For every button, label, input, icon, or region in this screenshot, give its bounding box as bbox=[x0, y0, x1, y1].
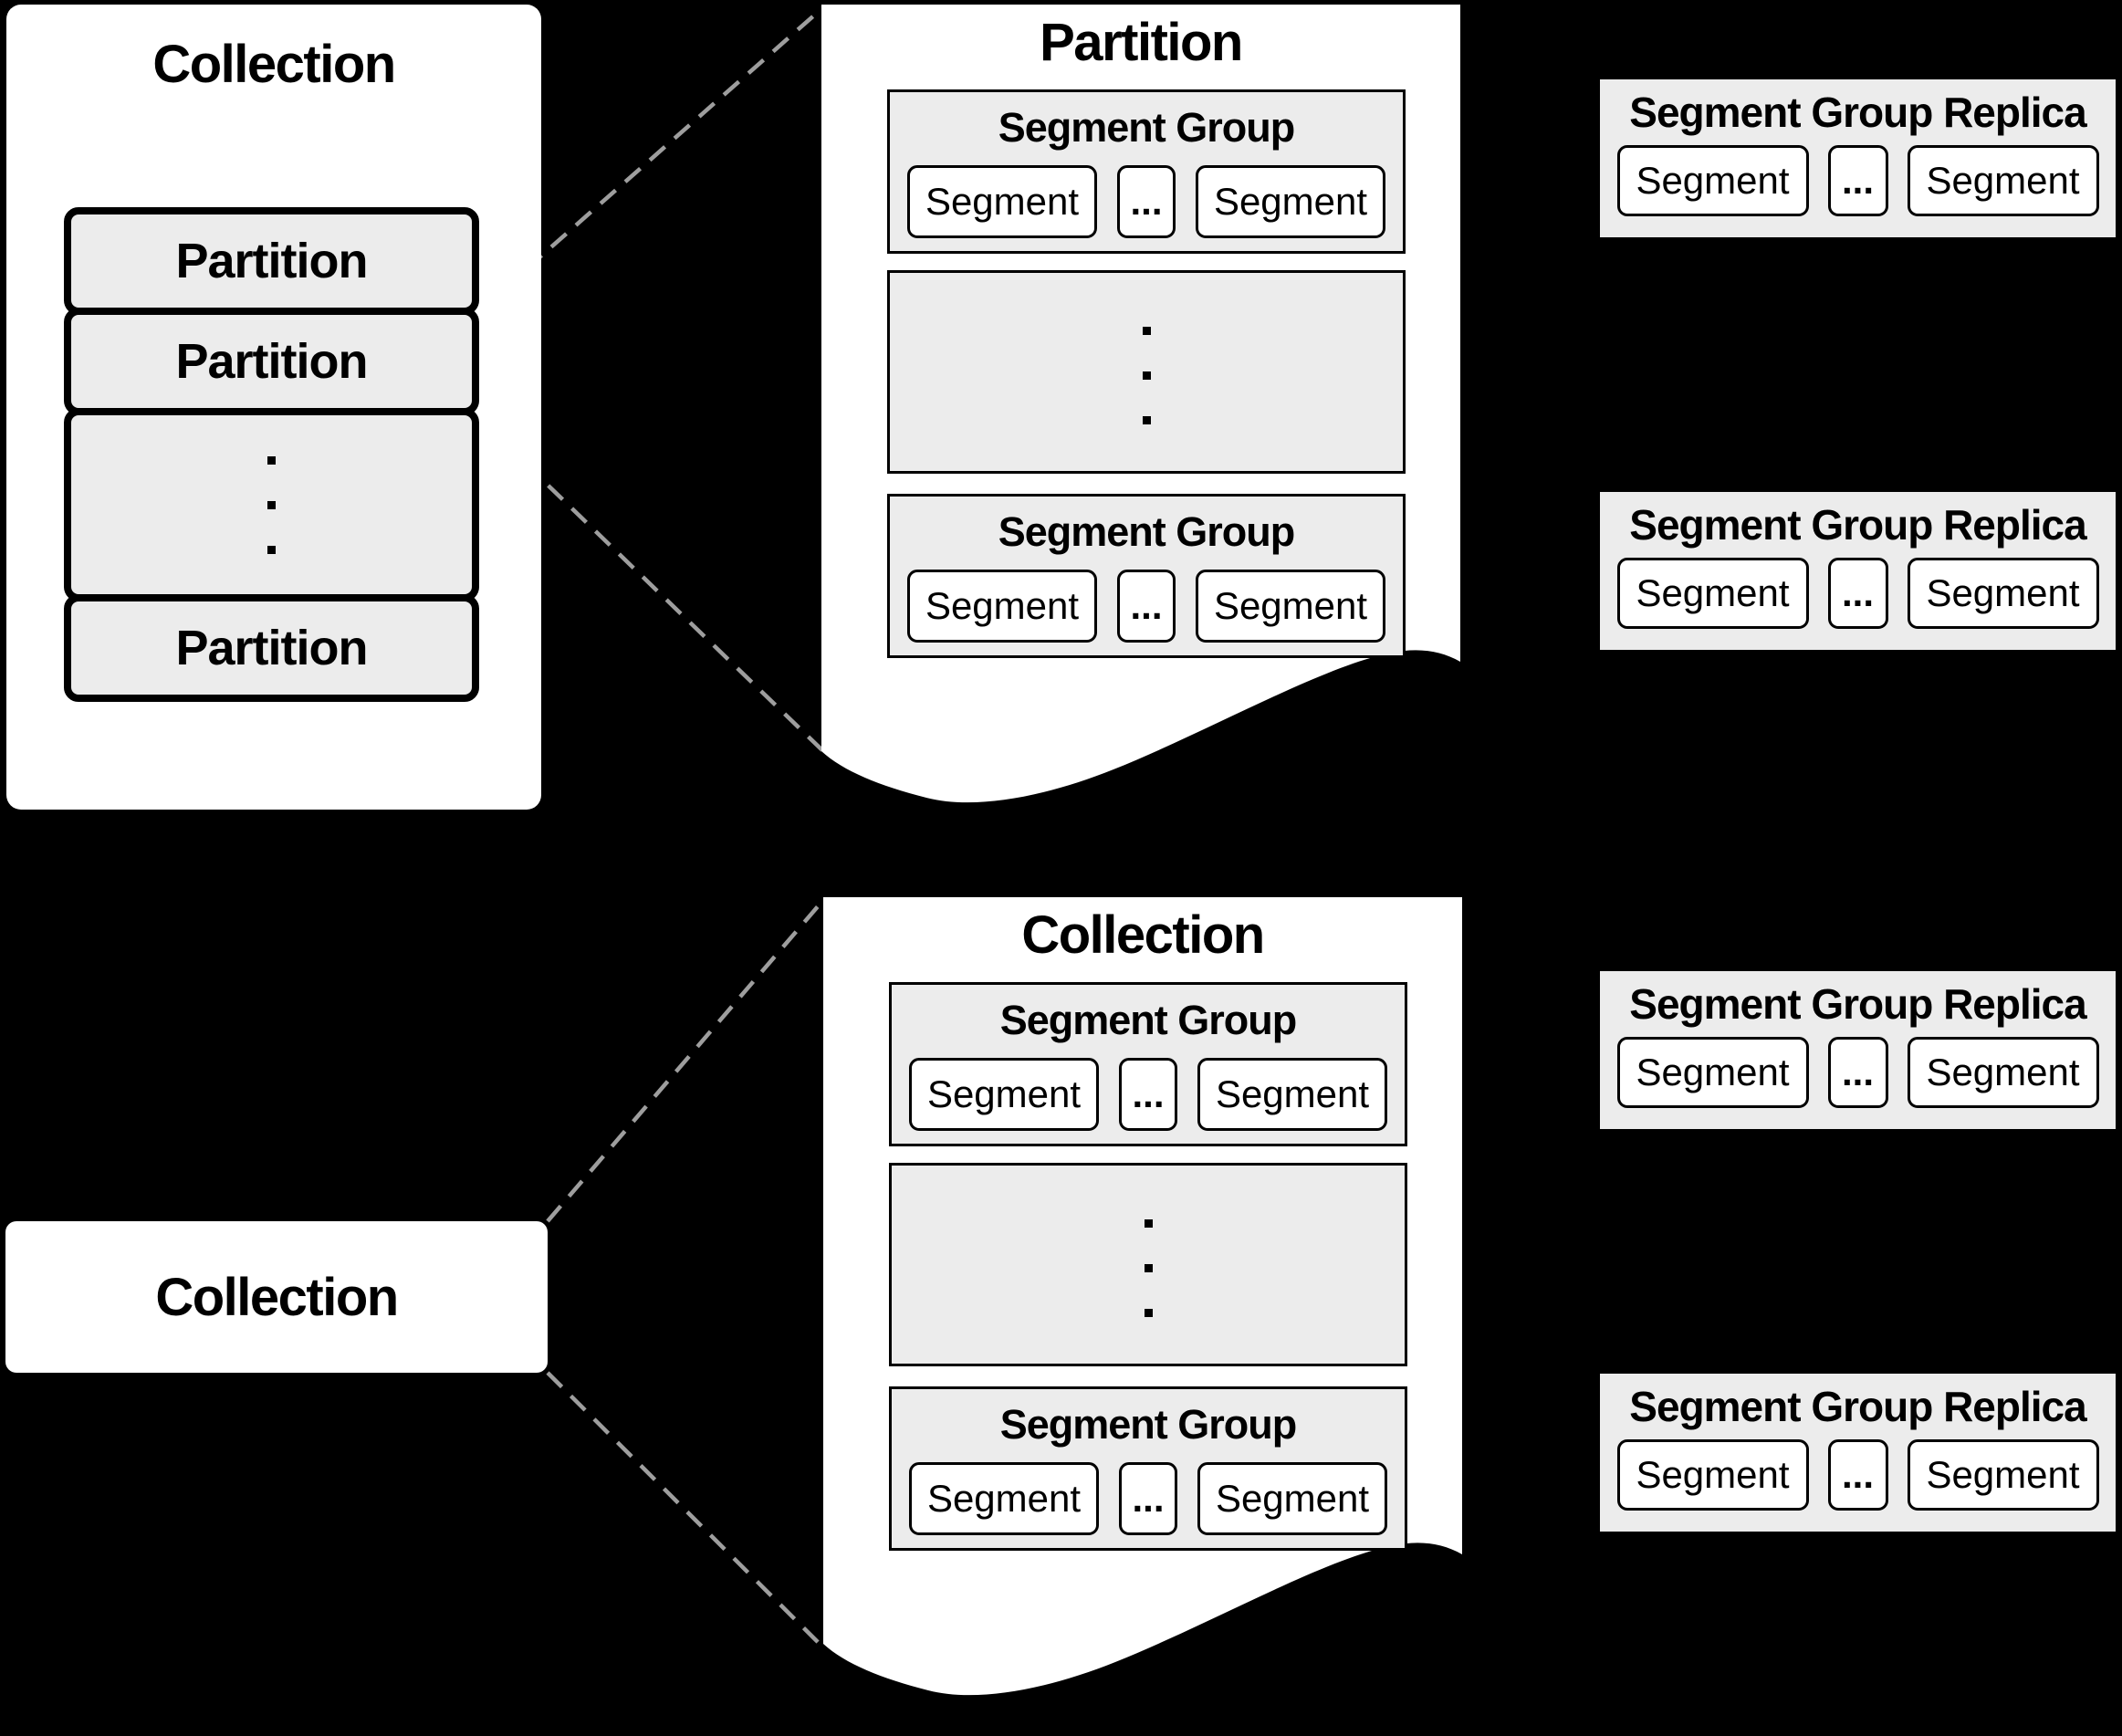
ellipsis-dot bbox=[267, 500, 276, 509]
segment-group-replica-box: Segment Group Replica Segment ... Segmen… bbox=[1600, 492, 2116, 650]
segment-box: Segment bbox=[907, 570, 1097, 643]
ellipsis-dot bbox=[1142, 327, 1151, 335]
segment-group-ellipsis-box bbox=[889, 1163, 1407, 1366]
segment-group-box: Segment Group Segment ... Segment bbox=[889, 982, 1407, 1146]
segment-ellipsis-box: ... bbox=[1119, 1058, 1177, 1131]
segment-group-replica-title: Segment Group Replica bbox=[1629, 501, 2086, 549]
segment-group-replica-title: Segment Group Replica bbox=[1629, 980, 2086, 1028]
collection-detail-title: Collection bbox=[1021, 905, 1265, 965]
segment-group-replica-title: Segment Group Replica bbox=[1629, 89, 2086, 136]
partition-box: Partition bbox=[64, 207, 479, 315]
vertical-ellipsis bbox=[267, 415, 276, 594]
partition-ellipsis-box bbox=[64, 408, 479, 601]
segment-box: Segment bbox=[1197, 1058, 1387, 1131]
segment-box: Segment bbox=[1196, 165, 1385, 238]
partition-box: Partition bbox=[64, 594, 479, 702]
segment-group-ellipsis-box bbox=[887, 270, 1406, 474]
ellipsis-dot bbox=[1144, 1264, 1153, 1272]
segment-row: Segment ... Segment bbox=[907, 570, 1385, 643]
segment-box: Segment bbox=[1616, 1439, 1809, 1511]
segment-group-replica-box: Segment Group Replica Segment ... Segmen… bbox=[1600, 79, 2116, 237]
segment-box: Segment bbox=[907, 165, 1097, 238]
segment-group-replica-box: Segment Group Replica Segment ... Segmen… bbox=[1600, 971, 2116, 1129]
segment-group-title: Segment Group bbox=[999, 997, 1298, 1043]
segment-ellipsis-box: ... bbox=[1827, 558, 1888, 629]
segment-box: Segment bbox=[1907, 145, 2099, 216]
segment-box: Segment bbox=[1197, 1462, 1387, 1535]
segment-group-title: Segment Group bbox=[998, 104, 1296, 151]
partition-stack: Partition Partition Partition bbox=[64, 207, 479, 702]
segment-ellipsis-box: ... bbox=[1117, 165, 1176, 238]
segment-row: Segment ... Segment bbox=[1616, 1037, 2099, 1108]
segment-row: Segment ... Segment bbox=[909, 1058, 1387, 1131]
partition-box: Partition bbox=[64, 308, 479, 415]
segment-ellipsis-box: ... bbox=[1827, 1439, 1888, 1511]
vertical-ellipsis bbox=[1144, 1173, 1153, 1364]
segment-group-box: Segment Group Segment ... Segment bbox=[887, 89, 1406, 254]
segment-box: Segment bbox=[1907, 1439, 2099, 1511]
segment-box: Segment bbox=[909, 1462, 1099, 1535]
connector-collection-bottom bbox=[546, 1371, 821, 1646]
segment-group-box: Segment Group Segment ... Segment bbox=[889, 1386, 1407, 1551]
ellipsis-dot bbox=[1142, 416, 1151, 424]
segment-box: Segment bbox=[909, 1058, 1099, 1131]
segment-group-box: Segment Group Segment ... Segment bbox=[887, 494, 1406, 658]
segment-ellipsis-box: ... bbox=[1119, 1462, 1177, 1535]
segment-box: Segment bbox=[1616, 558, 1809, 629]
ellipsis-dot bbox=[1144, 1219, 1153, 1228]
segment-row: Segment ... Segment bbox=[1616, 558, 2099, 629]
segment-group-replica-title: Segment Group Replica bbox=[1629, 1383, 2086, 1430]
segment-group-title: Segment Group bbox=[998, 508, 1296, 555]
segment-box: Segment bbox=[1907, 558, 2099, 629]
partition-detail-doc: Partition Segment Group Segment ... Segm… bbox=[821, 5, 1460, 826]
segment-box: Segment bbox=[1616, 1037, 1809, 1108]
segment-group-replica-box: Segment Group Replica Segment ... Segmen… bbox=[1600, 1374, 2116, 1532]
segment-ellipsis-box: ... bbox=[1117, 570, 1176, 643]
vertical-ellipsis bbox=[1142, 280, 1151, 471]
segment-ellipsis-box: ... bbox=[1827, 1037, 1888, 1108]
connector-collection-top bbox=[546, 897, 826, 1223]
segment-row: Segment ... Segment bbox=[907, 165, 1385, 238]
collection-overview-title: Collection bbox=[152, 35, 396, 94]
segment-ellipsis-box: ... bbox=[1827, 145, 1888, 216]
ellipsis-dot bbox=[1144, 1309, 1153, 1317]
segment-row: Segment ... Segment bbox=[1616, 1439, 2099, 1511]
segment-row: Segment ... Segment bbox=[1616, 145, 2099, 216]
segment-box: Segment bbox=[1616, 145, 1809, 216]
segment-group-title: Segment Group bbox=[999, 1401, 1298, 1448]
segment-box: Segment bbox=[1907, 1037, 2099, 1108]
collection-detail-doc: Collection Segment Group Segment ... Seg… bbox=[823, 897, 1462, 1719]
ellipsis-dot bbox=[267, 545, 276, 554]
ellipsis-dot bbox=[1142, 371, 1151, 380]
collection-overview-panel: Collection Partition Partition Partition bbox=[6, 5, 541, 810]
collection-label: Collection bbox=[5, 1221, 548, 1373]
segment-row: Segment ... Segment bbox=[909, 1462, 1387, 1535]
segment-box: Segment bbox=[1196, 570, 1385, 643]
ellipsis-dot bbox=[267, 455, 276, 465]
partition-detail-title: Partition bbox=[1040, 13, 1243, 72]
